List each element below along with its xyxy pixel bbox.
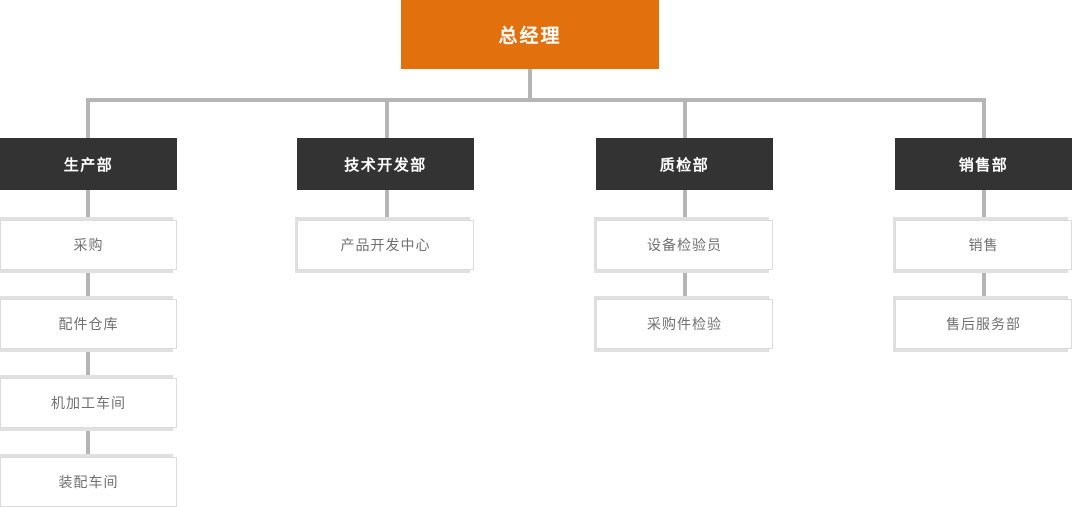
- connector-col1-link-1: [86, 190, 90, 222]
- node-sub-machining-workshop[interactable]: 机加工车间: [0, 378, 177, 428]
- connector-drop-dept-1: [86, 98, 90, 140]
- node-department-production[interactable]: 生产部: [0, 138, 177, 190]
- connector-root-stem: [528, 69, 532, 102]
- connector-col3-link-2: [683, 269, 687, 300]
- node-department-sales[interactable]: 销售部: [895, 138, 1072, 190]
- node-sub-purchased-parts-inspection[interactable]: 采购件检验: [596, 299, 773, 349]
- node-department-technical-development[interactable]: 技术开发部: [297, 138, 474, 190]
- connector-col3-link-1: [683, 190, 687, 222]
- node-sub-product-development-center[interactable]: 产品开发中心: [297, 220, 474, 270]
- connector-drop-dept-2: [385, 98, 389, 140]
- node-sub-assembly-workshop[interactable]: 装配车间: [0, 457, 177, 507]
- connector-col1-link-3: [86, 348, 90, 379]
- node-root-general-manager[interactable]: 总经理: [401, 0, 659, 69]
- connector-col2-link-1: [385, 190, 389, 222]
- node-sub-purchasing[interactable]: 采购: [0, 220, 177, 270]
- node-sub-after-sales-service[interactable]: 售后服务部: [895, 299, 1072, 349]
- node-department-quality-inspection[interactable]: 质检部: [596, 138, 773, 190]
- connector-col4-link-1: [982, 190, 986, 222]
- connector-drop-dept-3: [683, 98, 687, 140]
- connector-horizontal-bus: [86, 98, 986, 102]
- connector-col1-link-2: [86, 269, 90, 300]
- connector-col1-link-4: [86, 427, 90, 458]
- node-sub-equipment-inspector[interactable]: 设备检验员: [596, 220, 773, 270]
- connector-drop-dept-4: [982, 98, 986, 140]
- node-sub-sales[interactable]: 销售: [895, 220, 1072, 270]
- node-sub-parts-warehouse[interactable]: 配件仓库: [0, 299, 177, 349]
- connector-col4-link-2: [982, 269, 986, 300]
